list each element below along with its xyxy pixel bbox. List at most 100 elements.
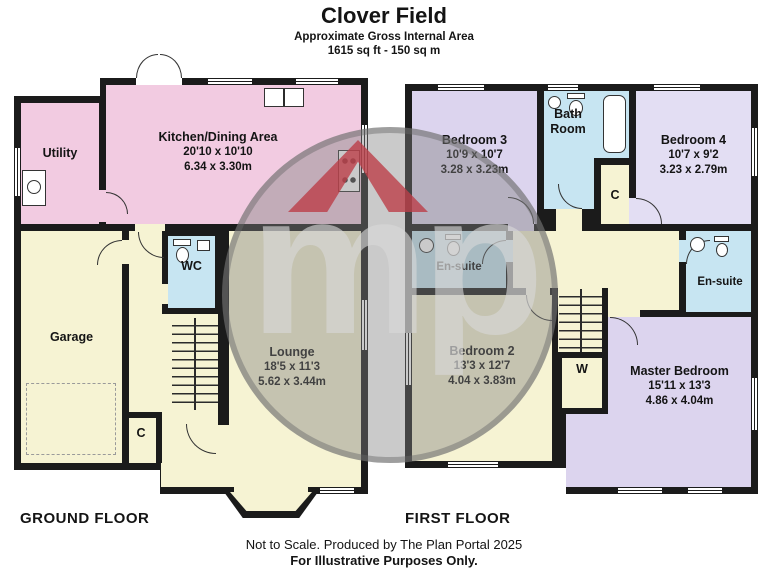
door-opening [508, 224, 534, 231]
room-name: Utility [42, 146, 78, 160]
room-label-ensuite-left: En-suite [412, 260, 506, 275]
window [320, 487, 354, 494]
window [751, 378, 758, 430]
room-label-utility: Utility [21, 146, 99, 161]
door-arc [136, 54, 158, 78]
basin-icon [548, 96, 561, 109]
room-dims-m: 5.62 x 3.44m [258, 376, 326, 388]
room-dims-ft: 20'10 x 10'10 [183, 146, 253, 158]
stair-rail [194, 318, 196, 410]
room-label-cupboard-first: C [601, 188, 629, 203]
toilet-icon [176, 247, 189, 263]
door-opening [629, 198, 636, 224]
room-dims-ft: 13'3 x 12'7 [453, 360, 511, 372]
window [208, 78, 252, 85]
room-label-garage: Garage [21, 330, 122, 345]
room-name: Bedroom 2 [449, 344, 515, 358]
room-label-wc: WC [168, 259, 215, 274]
basin-icon [690, 237, 705, 252]
toilet-tank-icon [567, 93, 585, 99]
wall [156, 418, 162, 463]
room-dims-m: 4.04 x 3.83m [448, 375, 516, 387]
room-name: En-suite [436, 261, 482, 273]
toilet-icon [447, 241, 460, 256]
garage-parking-outline [26, 383, 116, 455]
room-dims-ft: 18'5 x 11'3 [264, 361, 320, 373]
room-label-bedroom3: Bedroom 3 10'9 x 10'7 3.28 x 3.23m [412, 133, 537, 178]
landing [513, 231, 640, 288]
room-cupboard-first [601, 165, 629, 224]
toilet-icon [716, 243, 728, 257]
room-dims-ft: 10'7 x 9'2 [668, 149, 719, 161]
window [361, 125, 368, 173]
room-label-ensuite-right: En-suite [697, 276, 743, 290]
window [448, 461, 498, 468]
room-master-bedroom-ext [566, 414, 608, 487]
room-name: Bedroom 3 [441, 133, 508, 147]
hob-icon [338, 150, 360, 192]
room-garage [21, 231, 122, 463]
wall [125, 412, 162, 418]
door-opening [162, 284, 168, 304]
landing [608, 288, 640, 317]
toilet-icon [569, 100, 583, 116]
basin-icon [419, 238, 434, 253]
room-label-bedroom2: Bedroom 2 13'3 x 12'7 4.04 x 3.83m [412, 344, 552, 389]
window [688, 487, 722, 494]
page-subtitle: Approximate Gross Internal Area [294, 31, 474, 43]
room-label-cupboard: C [126, 426, 156, 441]
door-opening [526, 288, 550, 295]
sink-divider [283, 89, 285, 106]
room-name: Lounge [269, 345, 315, 359]
room-label-master: Master Bedroom 15'11 x 13'3 4.86 x 4.04m [608, 364, 751, 409]
room-wardrobe [562, 358, 602, 408]
room-label-bedroom4: Bedroom 4 10'7 x 9'2 3.23 x 2.79m [636, 133, 751, 178]
room-dims-m: 3.23 x 2.79m [659, 164, 728, 176]
front-door-opening [136, 78, 182, 85]
ground-floor-caption: GROUND FLOOR [20, 510, 150, 527]
stair-rail [580, 289, 582, 352]
room-lounge [229, 231, 361, 487]
room-name: C [610, 188, 620, 202]
toilet-tank-icon [714, 236, 729, 242]
door-opening [556, 209, 582, 231]
room-dims-ft: 15'11 x 13'3 [648, 380, 711, 392]
room-bedroom2 [412, 295, 552, 461]
page-title: Clover Field [321, 3, 447, 28]
room-name: W [576, 362, 588, 376]
toilet-tank-icon [445, 234, 461, 240]
room-label-bathroom: Bath Room [544, 107, 592, 137]
room-name: Garage [49, 330, 94, 344]
window [405, 333, 412, 385]
room-name: Bath Room [550, 107, 586, 136]
landing [634, 231, 679, 310]
window [548, 84, 578, 91]
door-arc [160, 54, 182, 78]
room-label-wardrobe: W [562, 362, 602, 377]
door-opening [506, 240, 513, 262]
window [751, 128, 758, 176]
room-name: Bedroom 4 [660, 133, 727, 147]
door-opening [122, 240, 129, 264]
room-dims-m: 3.28 x 3.23m [440, 164, 509, 176]
window [654, 84, 700, 91]
page-area: 1615 sq ft - 150 sq m [327, 45, 441, 57]
room-name: C [136, 426, 146, 440]
room-bedroom4 [636, 91, 751, 224]
room-dims-m: 6.34 x 3.30m [184, 161, 252, 173]
door-opening [99, 190, 106, 222]
room-label-lounge: Lounge 18'5 x 11'3 5.62 x 3.44m [222, 345, 362, 390]
bathtub-icon [603, 95, 626, 153]
room-name: WC [181, 259, 202, 273]
door-opening [679, 240, 686, 262]
room-dims-ft: 10'9 x 10'7 [446, 149, 503, 161]
window [438, 84, 484, 91]
window [618, 487, 662, 494]
first-floor-caption: FIRST FLOOR [405, 510, 511, 527]
footer-line1: Not to Scale. Produced by The Plan Porta… [245, 537, 523, 552]
room-dims-m: 4.86 x 4.04m [645, 395, 714, 407]
room-name: Kitchen/Dining Area [158, 130, 278, 144]
door-opening [135, 224, 165, 231]
footer-line2: For Illustrative Purposes Only. [290, 553, 478, 568]
